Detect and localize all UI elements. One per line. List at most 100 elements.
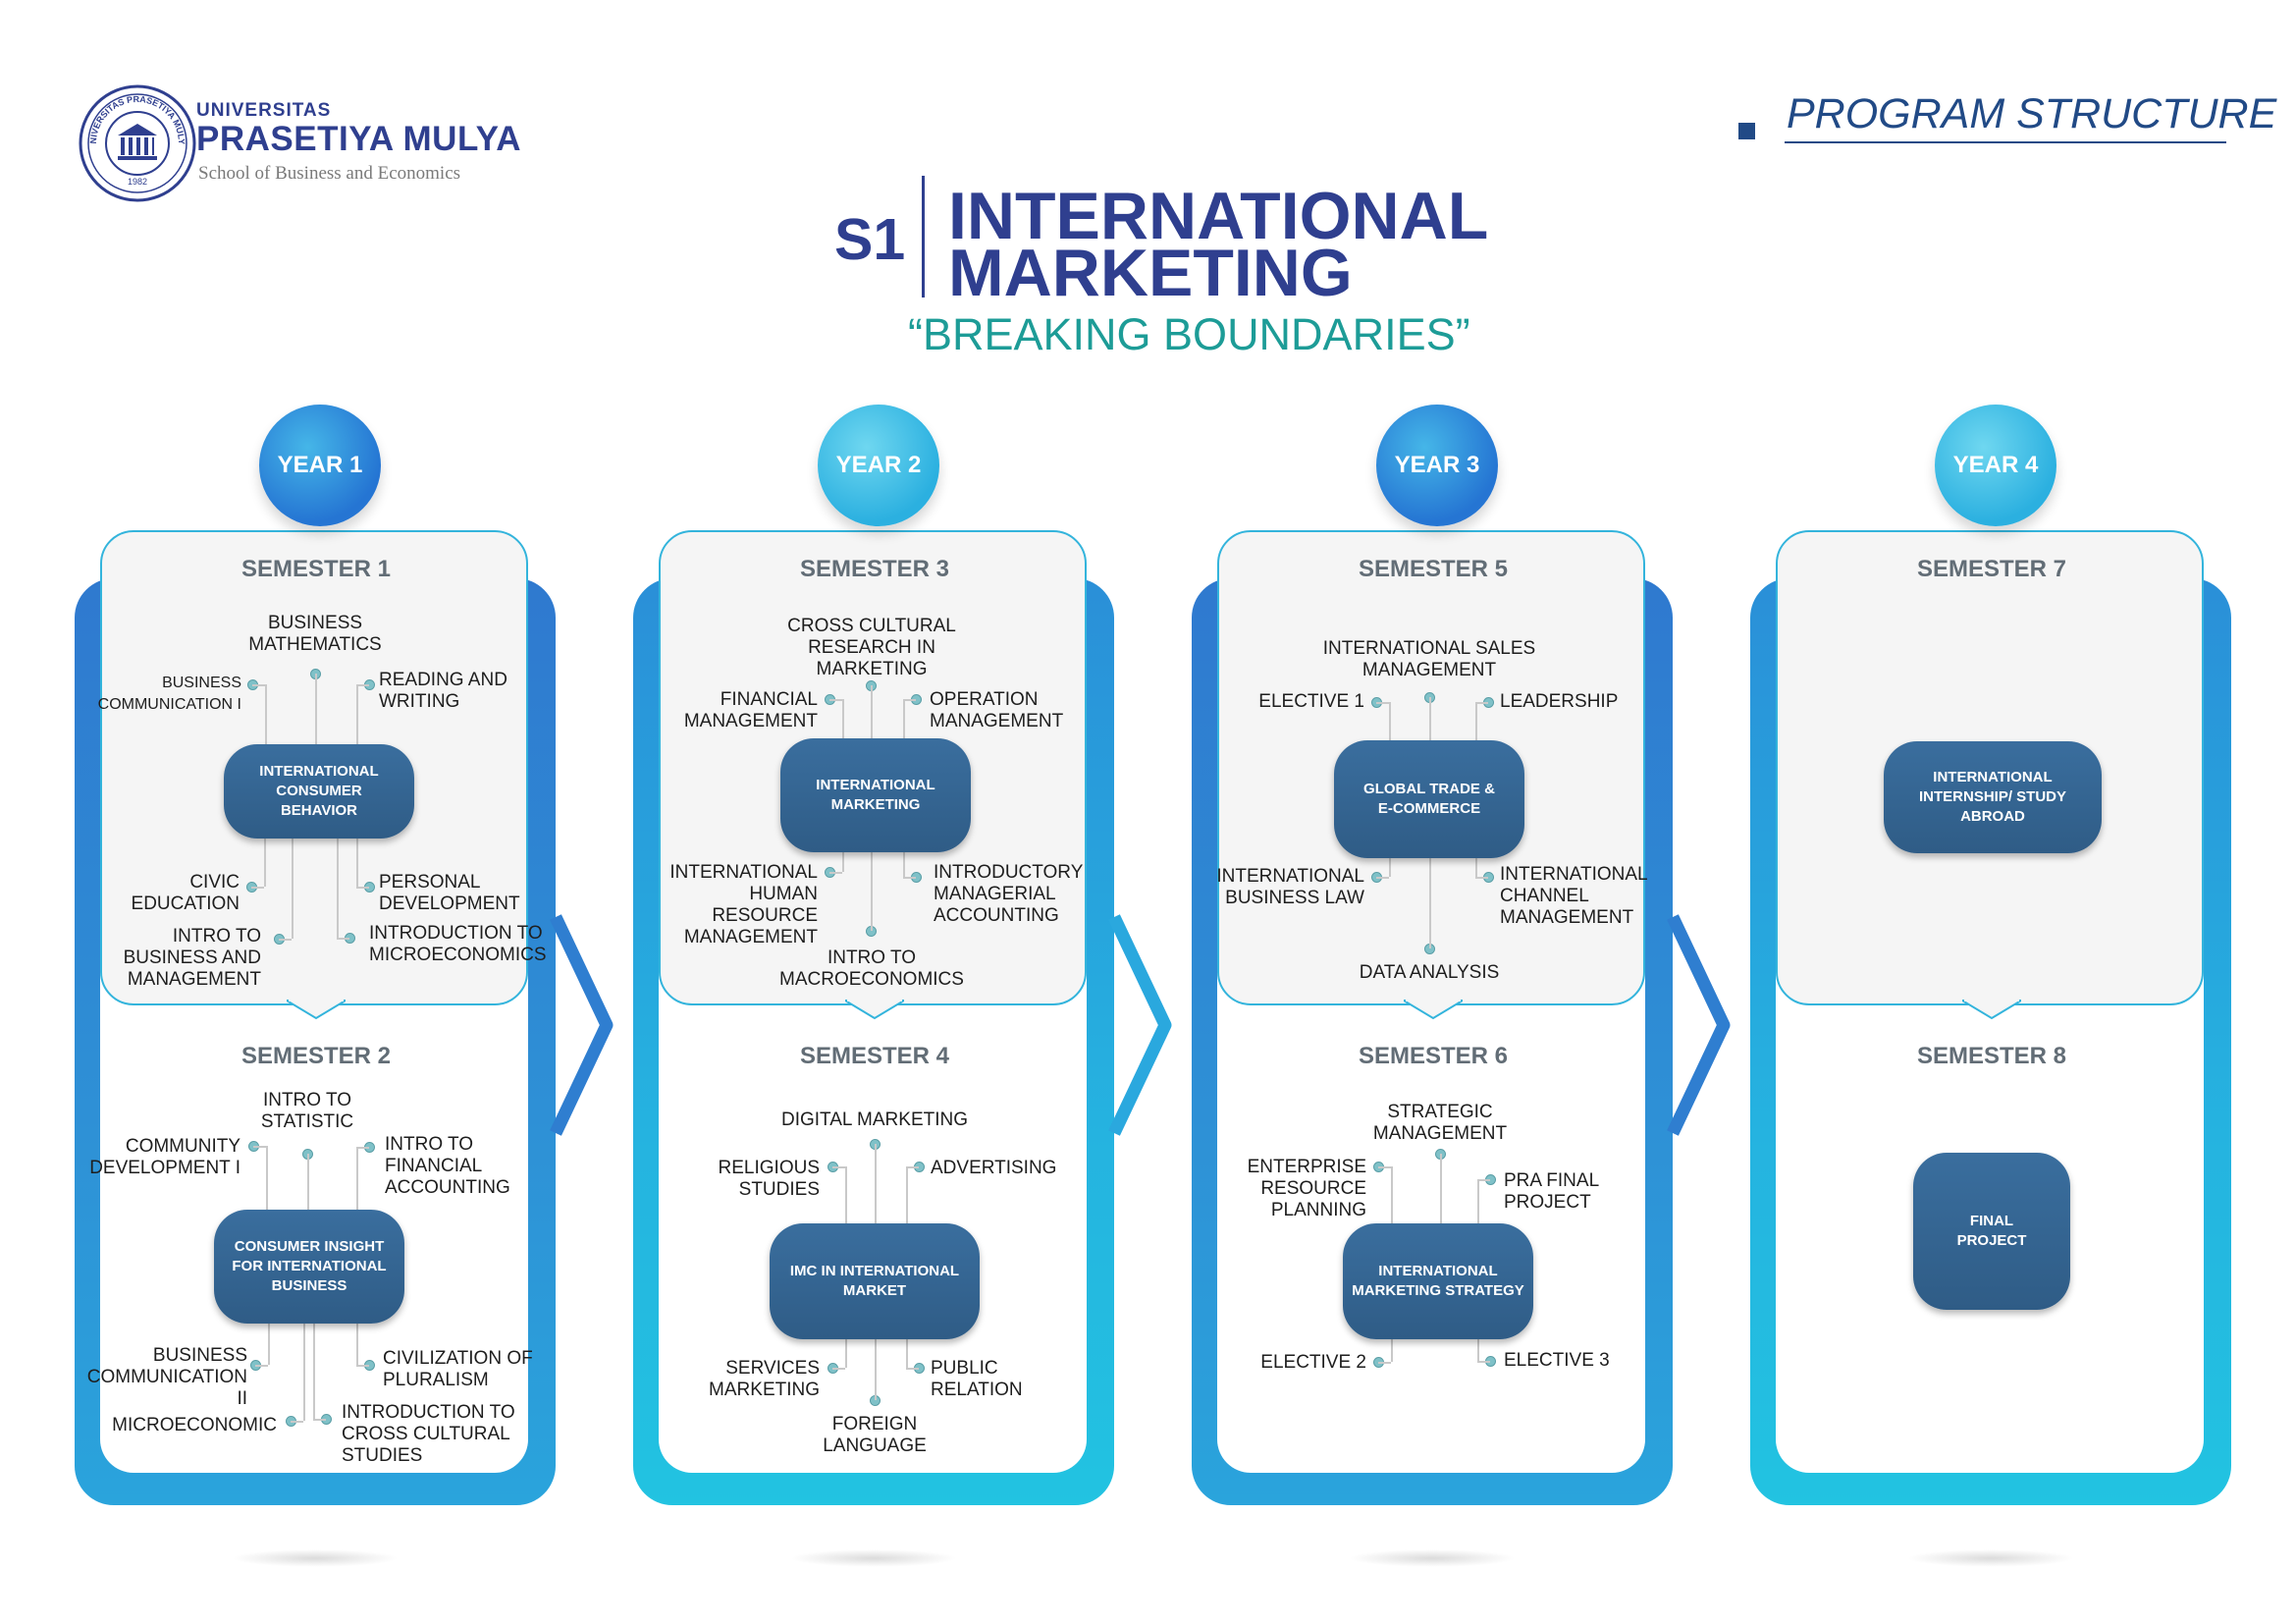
- connector-line: [903, 699, 916, 701]
- year-badge: YEAR 4: [1935, 405, 2056, 526]
- connector-line: [292, 839, 294, 939]
- text-line: ELECTIVE 1: [1258, 691, 1364, 712]
- university-label: UNIVERSITAS: [196, 100, 332, 121]
- connector-line: [291, 1421, 303, 1423]
- connector-line: [337, 938, 349, 940]
- text-line: FOREIGN: [831, 1414, 918, 1435]
- connector-line: [1475, 702, 1477, 740]
- connector-line: [871, 852, 873, 931]
- text-line: MANAGEMENT: [1362, 660, 1497, 680]
- connector-line: [1391, 1339, 1393, 1362]
- text-line: DIGITAL MARKETING: [780, 1110, 969, 1130]
- text-line: STRATEGIC: [1387, 1102, 1493, 1122]
- connector-line: [1376, 702, 1389, 704]
- text-line: FINAL: [1969, 1213, 2014, 1230]
- course-label: DIGITAL MARKETING: [757, 1110, 992, 1131]
- university-seal-logo: UNIVERSITAS PRASETIYA MULYA 1982: [77, 82, 196, 202]
- text-line: RESOURCE: [1260, 1178, 1366, 1199]
- text-line: E-COMMERCE: [1377, 800, 1481, 817]
- text-line: MICROECONOMICS: [369, 945, 547, 965]
- text-line: INTRODUCTORY: [934, 862, 1084, 883]
- connector-line: [356, 1365, 369, 1367]
- text-line: MARKET: [842, 1282, 907, 1299]
- section-marker-icon: [1738, 123, 1755, 139]
- text-line: MARKETING: [830, 796, 921, 813]
- text-line: MATHEMATICS: [248, 634, 382, 655]
- text-line: CIVIC: [189, 872, 240, 893]
- text-line: COMMUNITY: [125, 1136, 240, 1157]
- core-course-label: GLOBAL TRADE & E-COMMERCE: [1363, 780, 1495, 819]
- text-line: MANAGERIAL: [934, 884, 1056, 904]
- connector-line: [268, 1324, 270, 1365]
- text-line: MICROECONOMIC: [112, 1415, 277, 1435]
- frame-shadow: [790, 1549, 957, 1567]
- course-label: LEADERSHIP: [1500, 691, 1618, 713]
- text-line: INTRODUCTION TO: [369, 923, 543, 944]
- text-line: II: [237, 1388, 247, 1409]
- text-line: LANGUAGE: [823, 1435, 927, 1456]
- text-line: ABROAD: [1960, 807, 2025, 825]
- text-line: HUMAN: [749, 884, 818, 904]
- text-line: WRITING: [379, 691, 460, 712]
- text-line: BUSINESS AND: [123, 947, 261, 968]
- text-line: EDUCATION: [131, 893, 240, 914]
- connector-line: [356, 887, 369, 889]
- text-line: GLOBAL TRADE &: [1363, 781, 1495, 798]
- connector-line: [906, 1166, 919, 1168]
- semester-label: SEMESTER 1: [240, 556, 392, 582]
- text-line: MARKETING: [816, 659, 928, 679]
- text-line: BUSINESS: [152, 1345, 247, 1366]
- connector-line: [303, 1324, 305, 1421]
- connector-line: [356, 1147, 358, 1210]
- text-line: MARKETING STRATEGY: [1352, 1282, 1524, 1299]
- degree-label: S1: [834, 207, 906, 272]
- text-line: ACCOUNTING: [934, 905, 1059, 926]
- connector-line: [1477, 1179, 1490, 1181]
- text-line: OPERATION: [930, 689, 1039, 710]
- connector-line: [845, 1339, 847, 1368]
- chevron-right-icon: [1667, 914, 1731, 1136]
- card-pointer-icon: [287, 999, 346, 1020]
- connector-line: [313, 1324, 315, 1419]
- text-line: FINANCIAL: [720, 689, 818, 710]
- connector-line: [1475, 877, 1488, 879]
- title-divider: [922, 176, 925, 298]
- text-line: CROSS CULTURAL: [342, 1424, 510, 1444]
- text-line: RELIGIOUS: [718, 1158, 820, 1178]
- text-line: CROSS CULTURAL: [787, 616, 956, 636]
- connector-line: [829, 699, 842, 701]
- text-line: INTRO TO: [385, 1134, 474, 1155]
- connector-line: [1376, 877, 1389, 879]
- connector-line: [264, 839, 266, 887]
- section-label: PROGRAM STRUCTURE: [1787, 90, 2277, 137]
- connector-line: [1378, 1166, 1391, 1168]
- text-line: RESOURCE: [712, 905, 818, 926]
- text-line: BUSINESS: [267, 613, 363, 633]
- connector-line: [1389, 702, 1391, 740]
- university-name: PRASETIYA MULYA: [196, 120, 522, 158]
- program-title-line-1: INTERNATIONAL: [948, 179, 1489, 253]
- course-label: MICROECONOMIC: [80, 1415, 277, 1436]
- connector-line: [1378, 1362, 1391, 1364]
- year-badge: YEAR 3: [1376, 405, 1498, 526]
- connector-line: [1477, 1361, 1490, 1363]
